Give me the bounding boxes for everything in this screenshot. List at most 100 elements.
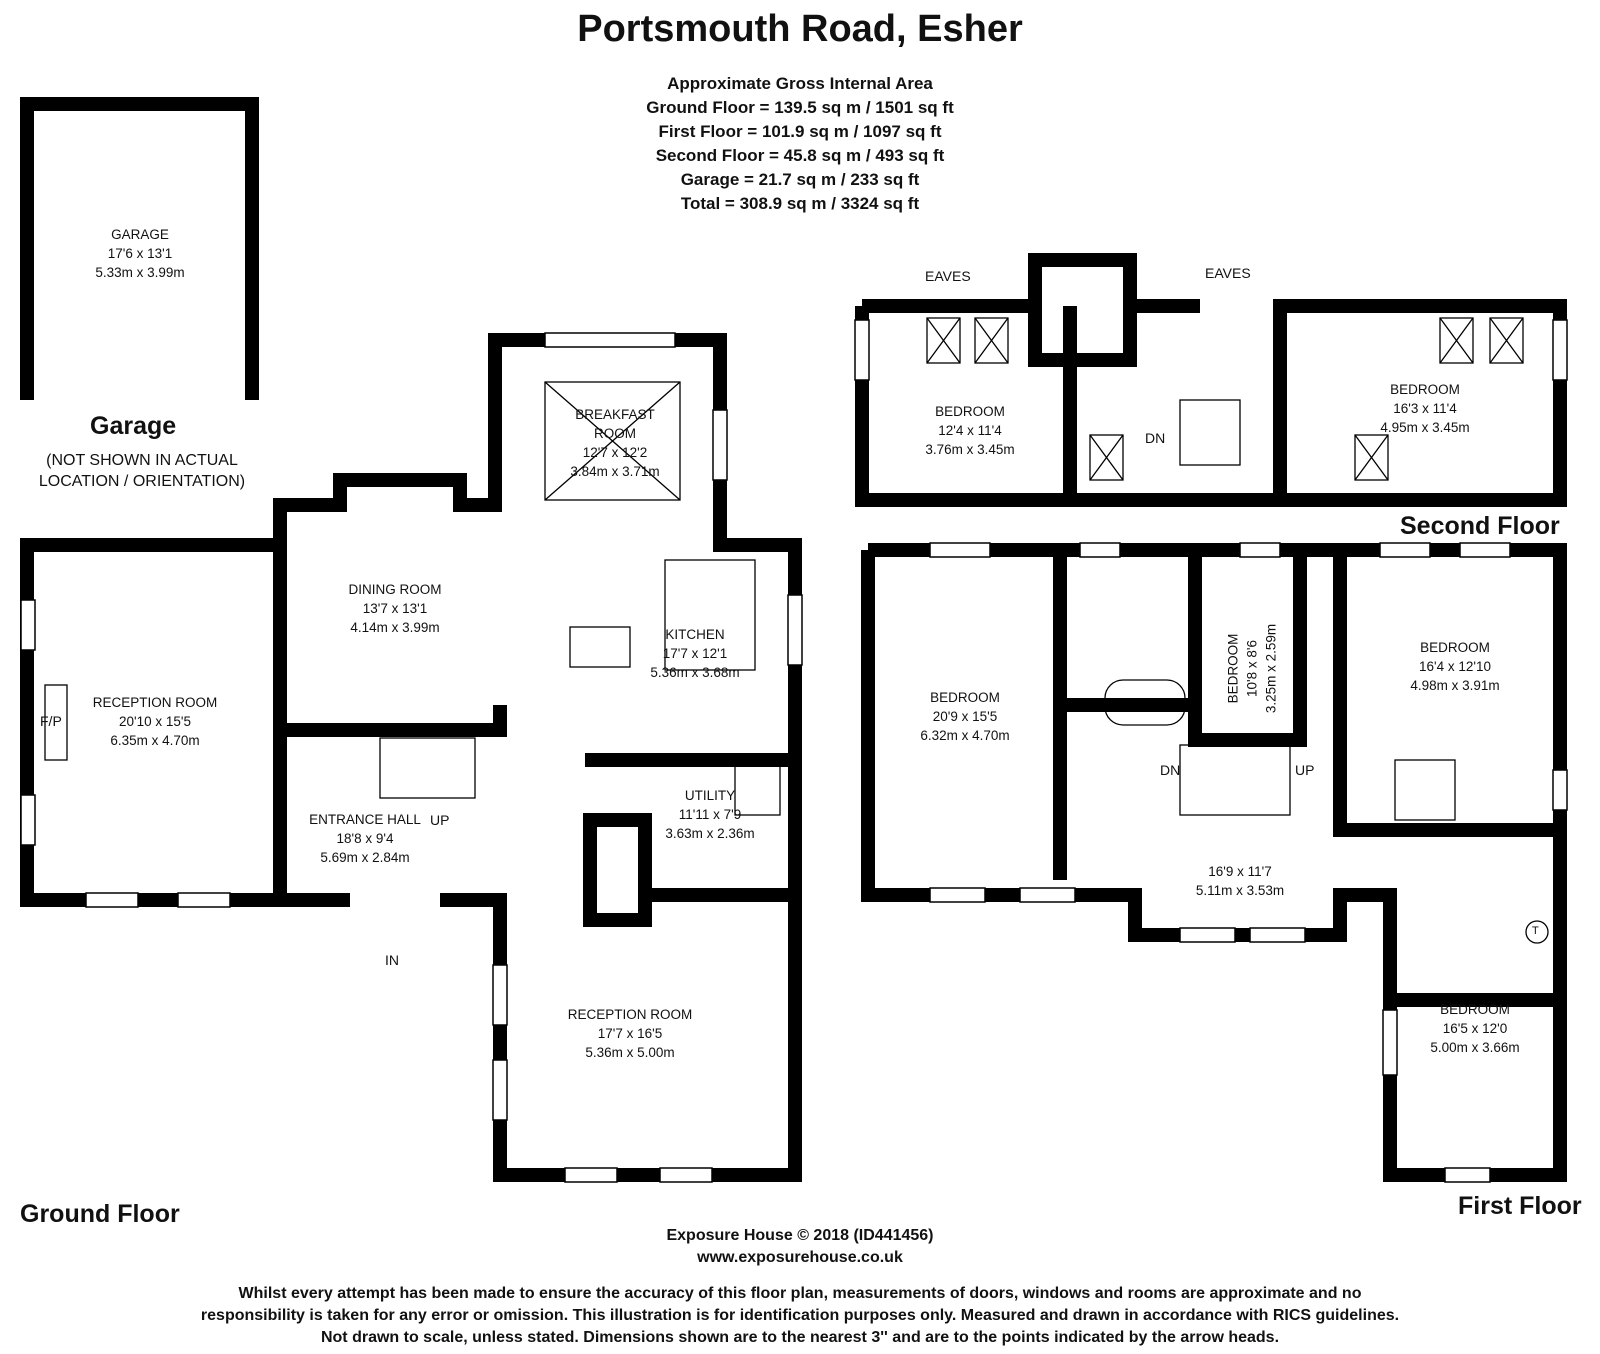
- utility-walls: [585, 753, 802, 895]
- area-first: First Floor = 101.9 sq m / 1097 sq ft: [658, 122, 942, 141]
- area-garage: Garage = 21.7 sq m / 233 sq ft: [680, 170, 920, 189]
- area-ground: Ground Floor = 139.5 sq m / 1501 sq ft: [646, 98, 954, 117]
- room-name: UTILITY: [684, 788, 736, 803]
- room-dim-metric: 3.76m x 3.45m: [925, 442, 1015, 457]
- room-dim-metric: 4.95m x 3.45m: [1380, 420, 1470, 435]
- room-name: GARAGE: [111, 227, 169, 242]
- garage-note-line-1: (NOT SHOWN IN ACTUAL: [46, 452, 238, 469]
- room-entrance-hall: ENTRANCE HALL 18'8 x 9'4 5.69m x 2.84m: [285, 810, 445, 867]
- room-dim-metric: 3.63m x 2.36m: [665, 826, 755, 841]
- room-name: BEDROOM: [1390, 382, 1460, 397]
- room-dim-imperial: 17'7 x 12'1: [662, 646, 728, 661]
- room-reception-1: RECEPTION ROOM 20'10 x 15'5 6.35m x 4.70…: [75, 693, 235, 750]
- stairs-down-label-second: DN: [1145, 430, 1166, 446]
- dining-room-walls: [273, 333, 802, 760]
- room-name: ENTRANCE HALL: [309, 812, 421, 827]
- first-floor-label: First Floor: [1458, 1192, 1582, 1220]
- room-first-bedroom-3: BEDROOM 16'4 x 12'10 4.98m x 3.91m: [1380, 638, 1530, 695]
- room-name: BEDROOM: [1420, 640, 1490, 655]
- room-dim-metric: 6.35m x 4.70m: [110, 733, 200, 748]
- area-second: Second Floor = 45.8 sq m / 493 sq ft: [655, 146, 945, 165]
- room-dim-metric: 4.14m x 3.99m: [350, 620, 440, 635]
- room-dim-metric: 3.84m x 3.71m: [570, 464, 660, 479]
- room-garage: GARAGE 17'6 x 13'1 5.33m x 3.99m: [70, 225, 210, 282]
- second-floor-label: Second Floor: [1400, 512, 1560, 540]
- room-name: RECEPTION ROOM: [567, 1007, 693, 1022]
- room-dim-metric: 4.98m x 3.91m: [1410, 678, 1500, 693]
- room-name: DINING ROOM: [348, 582, 442, 597]
- room-dim-imperial: 16'4 x 12'10: [1419, 659, 1491, 674]
- room-name-2: ROOM: [594, 426, 636, 441]
- entrance-in-label: IN: [385, 952, 399, 968]
- room-utility: UTILITY 11'11 x 7'9 3.63m x 2.36m: [640, 786, 780, 843]
- eaves-label-left: EAVES: [925, 268, 971, 284]
- room-breakfast: BREAKFAST ROOM 12'7 x 12'2 3.84m x 3.71m: [540, 405, 690, 481]
- disclaimer-line-3: Not drawn to scale, unless stated. Dimen…: [320, 1329, 1280, 1346]
- room-dim-imperial: 20'10 x 15'5: [119, 714, 191, 729]
- disclaimer-line-2: responsibility is taken for any error or…: [200, 1307, 1400, 1324]
- room-name: KITCHEN: [665, 627, 725, 642]
- room-name: BEDROOM: [1440, 1002, 1510, 1017]
- hall-walls: [280, 705, 507, 737]
- stairs-down-label-first: DN: [1160, 762, 1181, 778]
- room-dim-imperial: 16'9 x 11'7: [1208, 864, 1272, 879]
- garage-label: Garage: [90, 412, 177, 440]
- room-dim-imperial: 17'6 x 13'1: [107, 246, 173, 261]
- room-dim-imperial: 12'4 x 11'4: [938, 423, 1002, 438]
- garage-note-line-2: LOCATION / ORIENTATION): [38, 473, 246, 490]
- room-dim-imperial: 12'7 x 12'2: [582, 445, 648, 460]
- footer-credits: Exposure House © 2018 (ID441456) www.exp…: [0, 1225, 1600, 1269]
- room-dim-metric: 5.36m x 5.00m: [585, 1045, 675, 1060]
- area-total: Total = 308.9 sq m / 3324 sq ft: [680, 194, 920, 213]
- disclaimer-line-1: Whilst every attempt has been made to en…: [238, 1285, 1362, 1302]
- room-dim-imperial: 18'8 x 9'4: [336, 831, 394, 846]
- garage-walls: [20, 97, 259, 400]
- footer-website[interactable]: www.exposurehouse.co.uk: [697, 1249, 903, 1266]
- room-first-bedroom-1: BEDROOM 20'9 x 15'5 6.32m x 4.70m: [895, 688, 1035, 745]
- footer-copyright: Exposure House © 2018 (ID441456): [666, 1227, 934, 1244]
- room-first-bedroom-2: BEDROOM 10'8 x 8'6 3.25m x 2.59m: [1224, 604, 1281, 734]
- room-dining: DINING ROOM 13'7 x 13'1 4.14m x 3.99m: [320, 580, 470, 637]
- room-name: BEDROOM: [1225, 633, 1241, 704]
- room-dim-metric: 5.33m x 3.99m: [95, 265, 185, 280]
- footer-disclaimer: Whilst every attempt has been made to en…: [0, 1283, 1600, 1349]
- stairs-up-label: UP: [430, 812, 450, 828]
- room-dim-metric: 3.25m x 2.59m: [1263, 623, 1279, 714]
- room-name: BEDROOM: [930, 690, 1000, 705]
- room-name: RECEPTION ROOM: [92, 695, 218, 710]
- ground-floor-label: Ground Floor: [20, 1200, 180, 1228]
- room-second-bedroom-2: BEDROOM 16'3 x 11'4 4.95m x 3.45m: [1355, 380, 1495, 437]
- room-dim-imperial: 13'7 x 13'1: [362, 601, 428, 616]
- room-dim-metric: 5.36m x 3.68m: [650, 665, 740, 680]
- room-dim-imperial: 10'8 x 8'6: [1244, 640, 1260, 697]
- room-dim-imperial: 11'11 x 7'9: [678, 807, 742, 822]
- garage-note: (NOT SHOWN IN ACTUAL LOCATION / ORIENTAT…: [22, 450, 262, 492]
- fireplace-label: F/P: [40, 713, 62, 729]
- stairs-up-label-first: UP: [1295, 762, 1315, 778]
- eaves-label-right: EAVES: [1205, 265, 1251, 281]
- room-dim-metric: 5.00m x 3.66m: [1430, 1040, 1520, 1055]
- room-landing: 16'9 x 11'7 5.11m x 3.53m: [1175, 862, 1305, 900]
- room-dim-metric: 5.69m x 2.84m: [320, 850, 410, 865]
- room-first-bedroom-4: BEDROOM 16'5 x 12'0 5.00m x 3.66m: [1400, 1000, 1550, 1057]
- room-dim-imperial: 16'3 x 11'4: [1393, 401, 1457, 416]
- tank-label: T: [1532, 925, 1539, 937]
- first-floor-internal: [1053, 550, 1560, 1007]
- room-name: BEDROOM: [935, 404, 1005, 419]
- cloakroom-walls: [583, 813, 652, 927]
- area-heading: Approximate Gross Internal Area: [667, 74, 933, 93]
- room-reception-2: RECEPTION ROOM 17'7 x 16'5 5.36m x 5.00m: [550, 1005, 710, 1062]
- room-dim-imperial: 20'9 x 15'5: [932, 709, 998, 724]
- room-dim-imperial: 16'5 x 12'0: [1442, 1021, 1508, 1036]
- second-floor-internal: [1028, 306, 1287, 500]
- room-second-bedroom-1: BEDROOM 12'4 x 11'4 3.76m x 3.45m: [900, 402, 1040, 459]
- room-kitchen: KITCHEN 17'7 x 12'1 5.36m x 3.68m: [620, 625, 770, 682]
- room-dim-metric: 5.11m x 3.53m: [1195, 883, 1285, 898]
- gross-internal-area: Approximate Gross Internal Area Ground F…: [0, 72, 1600, 216]
- room-dim-imperial: 17'7 x 16'5: [597, 1026, 663, 1041]
- room-dim-metric: 6.32m x 4.70m: [920, 728, 1010, 743]
- room-name: BREAKFAST: [575, 407, 655, 422]
- page-title: Portsmouth Road, Esher: [577, 8, 1023, 50]
- front-walls: [280, 888, 802, 1182]
